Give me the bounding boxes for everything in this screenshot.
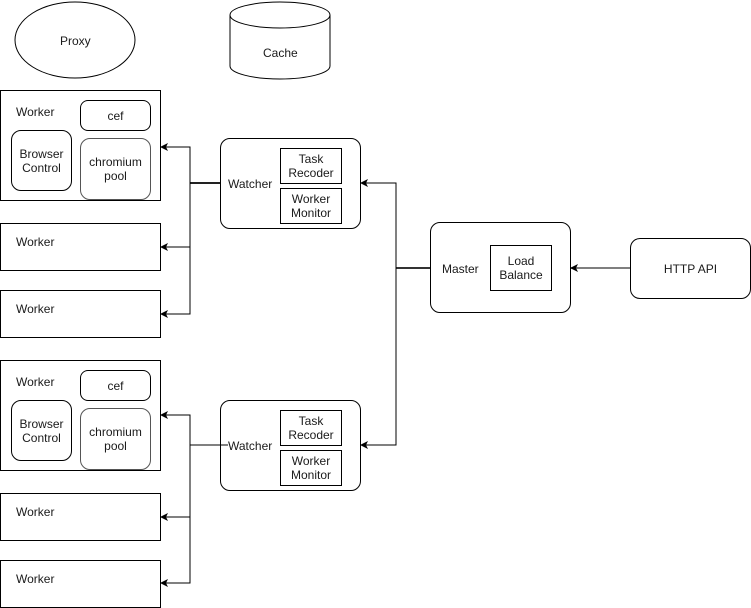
worker-monitor-box[interactable]: Worker Monitor	[280, 188, 342, 224]
worker-label: Worker	[16, 105, 55, 119]
edge-watcher2-to-worker-3	[160, 517, 191, 587]
worker-box[interactable]: Worker	[0, 223, 161, 271]
worker-label: Worker	[16, 302, 55, 316]
edge-watcher1-to-worker-3	[160, 247, 191, 318]
proxy-shape[interactable]	[14, 1, 136, 79]
watcher-label: Watcher	[228, 439, 273, 453]
worker-box[interactable]: Worker	[0, 290, 161, 338]
worker-label: Worker	[16, 505, 55, 519]
chromium-pool-box[interactable]: chromium pool	[80, 408, 151, 470]
load-balance-box[interactable]: Load Balance	[490, 245, 552, 291]
worker-box[interactable]: Worker	[0, 493, 161, 541]
edge-watcher1-to-worker-2	[160, 183, 191, 251]
master-label: Master	[442, 262, 479, 276]
worker-label: Worker	[16, 235, 55, 249]
master[interactable]: Master Load Balance	[430, 222, 571, 313]
edge-master-to-watcher-2	[360, 268, 397, 449]
edge-watcher1-to-worker-1	[160, 143, 191, 183]
edge-watcher2-to-worker-1	[160, 411, 191, 445]
worker-label: Worker	[16, 572, 55, 586]
worker-monitor-box[interactable]: Worker Monitor	[280, 450, 342, 486]
edge-watcher2-to-worker-2	[160, 445, 191, 521]
cef-box[interactable]: cef	[80, 100, 151, 131]
worker-detailed-1[interactable]: Worker cef Browser Control chromium pool	[0, 90, 161, 201]
watcher-label: Watcher	[228, 177, 273, 191]
chromium-pool-box[interactable]: chromium pool	[80, 138, 151, 200]
task-recoder-box[interactable]: Task Recoder	[280, 148, 342, 184]
worker-label: Worker	[16, 375, 55, 389]
proxy-label: Proxy	[60, 34, 91, 48]
watcher-1[interactable]: Watcher Task Recoder Worker Monitor	[220, 138, 361, 229]
edge-master-to-watcher-1	[360, 179, 397, 268]
worker-box[interactable]: Worker	[0, 560, 161, 608]
worker-detailed-2[interactable]: Worker cef Browser Control chromium pool	[0, 360, 161, 471]
task-recoder-box[interactable]: Task Recoder	[280, 410, 342, 446]
browser-control-box[interactable]: Browser Control	[11, 400, 72, 461]
cache-shape[interactable]	[229, 1, 331, 80]
browser-control-box[interactable]: Browser Control	[11, 130, 72, 191]
watcher-2[interactable]: Watcher Task Recoder Worker Monitor	[220, 400, 361, 491]
cef-box[interactable]: cef	[80, 370, 151, 401]
cache-label: Cache	[263, 46, 298, 60]
http-api[interactable]: HTTP API	[630, 238, 751, 299]
